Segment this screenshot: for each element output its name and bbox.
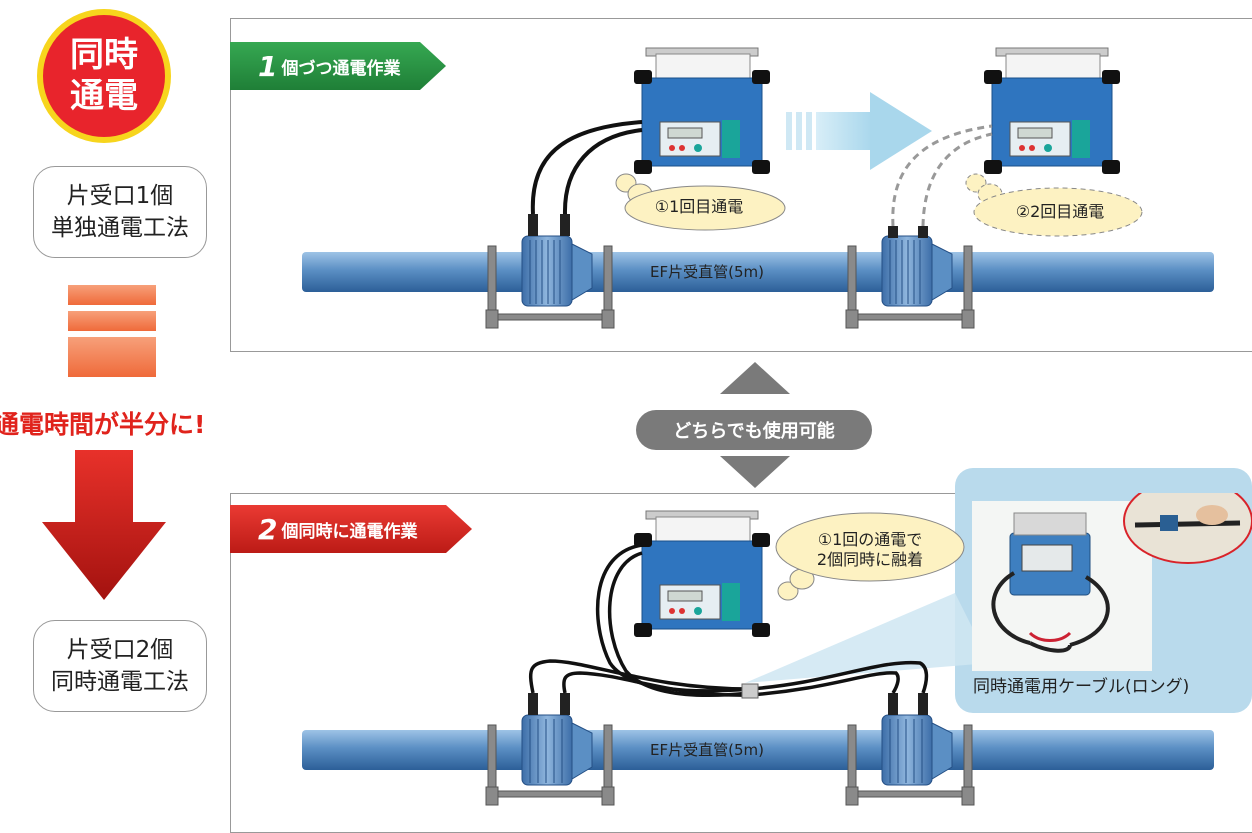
coupler-left: [521, 693, 593, 786]
top-panel-illustration: [302, 47, 1214, 329]
coupler-right: [881, 693, 953, 786]
thought-bubble-1: [624, 185, 786, 231]
method-single-line2: 単独通電工法: [51, 215, 189, 241]
bubble-line1: ①1回の通電で: [817, 530, 923, 549]
up-down-arrows-icon: [720, 362, 790, 488]
clamp-right: [845, 724, 975, 806]
fusion-machine-1: [634, 47, 770, 174]
pipe-label-top: EF片受直管(5m): [650, 263, 764, 281]
bubble-second-fusion: ②2回目通電: [1015, 202, 1105, 221]
bubble-first-fusion: ①1回目通電: [654, 197, 744, 216]
method-dual-box: 片受口2個 同時通電工法: [33, 620, 207, 712]
clamp-right: [845, 245, 975, 329]
simultaneous-badge: 同時 通電: [37, 9, 171, 143]
coupler-right: [881, 226, 953, 307]
badge-line2: 通電: [70, 76, 138, 116]
badge-line1: 同時: [70, 35, 138, 75]
clamp-left: [485, 724, 615, 806]
tag-one-at-a-time: 1 個づつ通電作業: [230, 42, 446, 90]
equals-sign-icon: [68, 285, 156, 377]
pipe-label-bottom: EF片受直管(5m): [650, 741, 764, 759]
clamp-left: [485, 245, 615, 329]
tag-simultaneous: 2 個同時に通電作業: [230, 505, 472, 553]
photo-caption: 同時通電用ケーブル(ロング): [973, 677, 1190, 697]
cable-photo: [972, 493, 1252, 671]
down-arrow-icon: [42, 450, 166, 600]
bottom-panel-illustration: [302, 493, 1252, 806]
method-dual-line2: 同時通電工法: [51, 669, 189, 695]
fusion-machine: [634, 510, 770, 637]
thought-bubble: [775, 512, 965, 582]
halve-time-text: 通電時間が半分に!: [0, 410, 206, 439]
thought-bubble-2: [973, 187, 1143, 237]
tag-label-1: 個づつ通電作業: [281, 58, 401, 79]
fusion-machine-2: [984, 47, 1120, 174]
coupler-left: [521, 214, 593, 307]
tag-number-1: 1: [258, 49, 278, 83]
both-usable-pill: どちらでも使用可能: [636, 410, 872, 450]
method-single-line1: 片受口1個: [66, 183, 174, 209]
move-arrow-icon: [786, 92, 932, 170]
method-dual-line1: 片受口2個: [66, 637, 174, 663]
tag-label-2: 個同時に通電作業: [281, 521, 418, 542]
tag-number-2: 2: [258, 512, 278, 546]
bubble-line2: 2個同時に融着: [816, 550, 924, 569]
method-single-box: 片受口1個 単独通電工法: [33, 166, 207, 258]
bubble-simultaneous-fusion: ①1回の通電で 2個同時に融着: [780, 530, 960, 570]
